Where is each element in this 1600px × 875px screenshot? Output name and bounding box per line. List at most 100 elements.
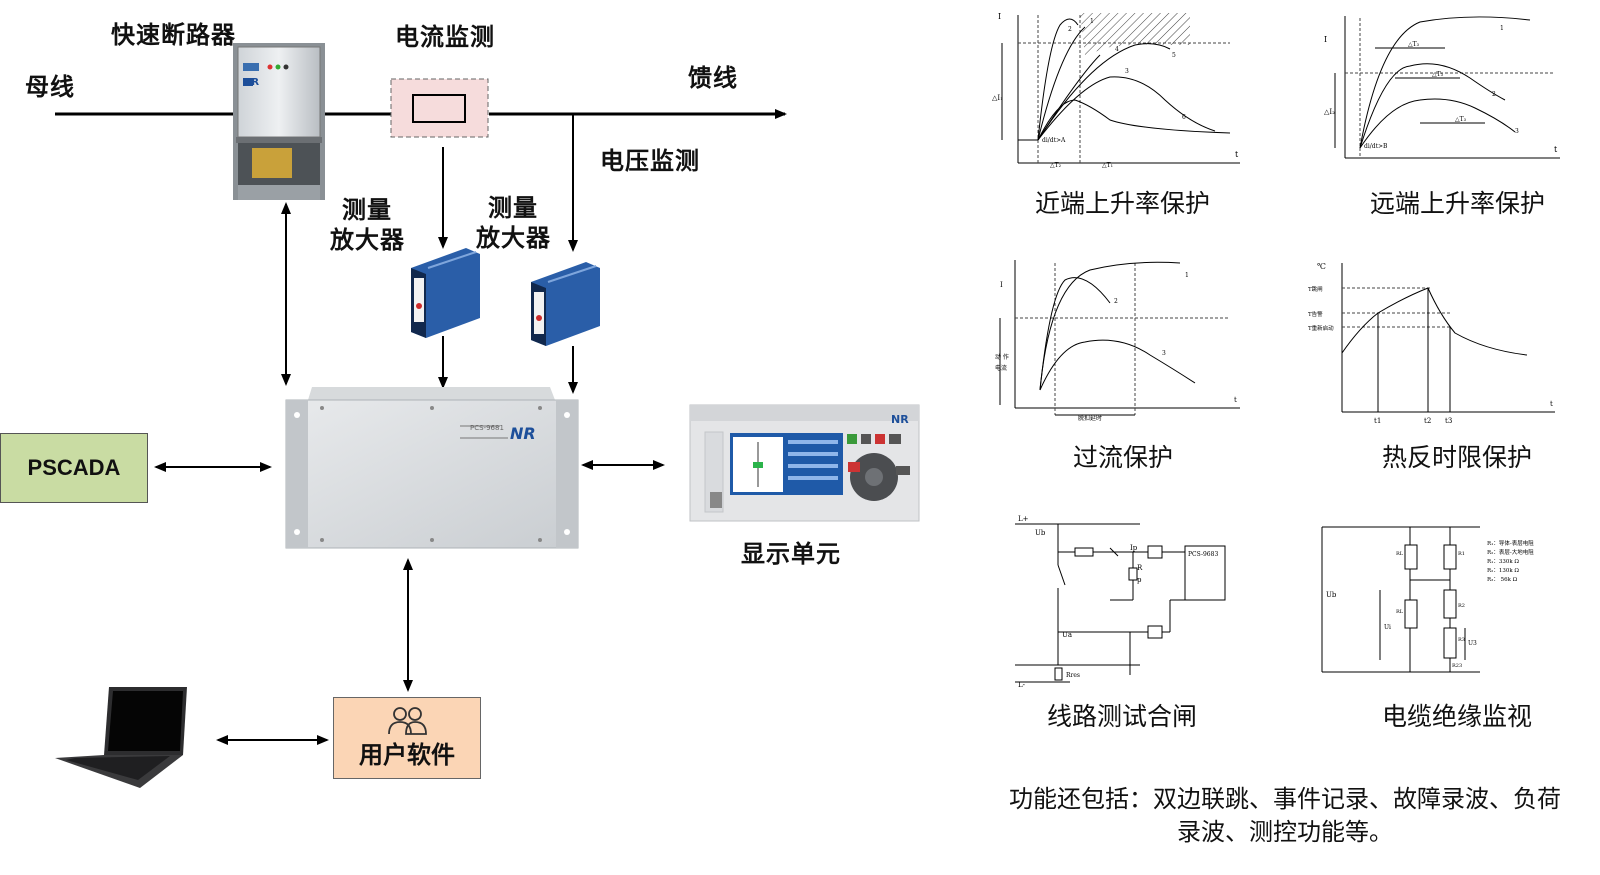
breaker-brand-logo: NR (243, 77, 260, 88)
th-ttrip: T跳闸 (1308, 285, 1323, 293)
amplifier-1-label-line1: 测量 (342, 196, 392, 224)
ci-r23: R23 (1452, 663, 1462, 669)
lt-rres: Rres (1066, 672, 1080, 679)
th-t1: t1 (1374, 417, 1381, 425)
oc-c1: 1 (1185, 272, 1189, 279)
caption-far-rate: 远端上升率保护 (1370, 189, 1546, 218)
lt-ua: Ua (1062, 631, 1072, 639)
ci-legend3: R₁：330k Ω (1487, 559, 1519, 565)
amplifier-2-image (531, 262, 600, 346)
graph-thermal: ℃ t T跳闸 T告警 T重新启动 t1 t2 t3 (1308, 262, 1555, 425)
user-software-box: 用户软件 (333, 697, 481, 779)
near-dT1: △T₁ (1102, 162, 1113, 169)
ci-legend2: R₂：表层-大地电阻 (1487, 548, 1534, 556)
caption-thermal: 热反时限保护 (1382, 443, 1533, 472)
ci-legend4: R₂：130k Ω (1487, 568, 1519, 574)
amplifier-2-label-line2: 放大器 (476, 224, 551, 252)
far-dI2: △I₂ (1324, 108, 1335, 116)
ci-ui: Ui (1384, 624, 1391, 631)
caption-overcurrent: 过流保护 (1073, 443, 1174, 472)
ci-u3: U3 (1468, 640, 1477, 647)
near-dT2: △T₂ (1050, 162, 1062, 169)
near-c6: 6 (1182, 114, 1186, 121)
oc-delay: 脱扣延时 (1078, 414, 1102, 422)
lt-r: R (1137, 564, 1143, 572)
far-c1: 1 (1500, 25, 1504, 32)
graph-far-rate: I t △I₂ di/dt>B △T₃ △T₃ △T₃ 1 2 3 (1324, 16, 1560, 159)
far-didt: di/dt>B (1364, 143, 1388, 150)
graph-overcurrent: I t 动 作 电流 脱扣延时 1 2 3 (995, 260, 1240, 422)
near-c3: 3 (1125, 68, 1129, 75)
near-c2: 2 (1068, 26, 1072, 33)
th-talarm: T告警 (1308, 310, 1323, 318)
pscada-label: PSCADA (27, 455, 121, 480)
lt-p: p (1137, 576, 1142, 584)
display-brand-logo: NR (891, 413, 909, 426)
caption-near-rate: 近端上升率保护 (1035, 189, 1211, 218)
near-x-label: t (1235, 150, 1239, 159)
ci-rl-top: RL (1396, 551, 1404, 557)
th-y-label: ℃ (1317, 262, 1326, 271)
ci-legend5: R₃： 56k Ω (1487, 577, 1518, 583)
ci-rl-bottom: RL (1396, 609, 1404, 615)
th-t3: t3 (1445, 417, 1452, 425)
near-c1: 1 (1090, 18, 1094, 25)
graph-line-test: L+ L- Ub Ip R p Ua Rres PCS-9683 (1015, 515, 1226, 689)
lt-lminus: L- (1018, 681, 1026, 689)
lt-ub: Ub (1035, 529, 1046, 537)
far-c3: 3 (1515, 128, 1519, 135)
lt-pcs: PCS-9683 (1188, 551, 1218, 558)
display-unit-image (689, 404, 920, 522)
busbar-label: 母线 (25, 73, 75, 101)
amplifier-1-image (411, 248, 480, 338)
system-diagram (55, 43, 920, 788)
far-dT3b: △T₃ (1432, 71, 1444, 78)
far-c2: 2 (1492, 91, 1496, 98)
users-icon (388, 707, 427, 735)
ci-r1: R1 (1458, 551, 1465, 557)
oc-y-label: I (1000, 281, 1003, 289)
graph-cable-insulation: Ub Ui U3 RL RL R1 R2 R3 R23 R₁：导体-表层电阻 R… (1321, 526, 1534, 673)
current-monitor-label: 电流监测 (395, 23, 495, 51)
user-software-label: 用户软件 (359, 741, 455, 769)
current-monitor (390, 78, 489, 138)
protection-unit-image (285, 387, 579, 549)
amplifier-2-label-line1: 测量 (488, 194, 538, 222)
near-dI1: △I₁ (992, 94, 1003, 102)
oc-c2: 2 (1114, 298, 1118, 305)
oc-act2: 电流 (995, 364, 1007, 372)
far-x-label: t (1554, 145, 1558, 154)
near-c4: 4 (1115, 46, 1119, 53)
extra-functions-note: 功能还包括：双边联跳、事件记录、故障录波、负荷录波、测控功能等。 (1009, 785, 1561, 846)
lt-lplus: L+ (1018, 515, 1029, 523)
pscada-box: PSCADA (0, 433, 148, 503)
ci-legend1: R₁：导体-表层电阻 (1487, 539, 1534, 547)
far-dT3a: △T₃ (1408, 41, 1420, 48)
lt-ip: Ip (1130, 544, 1138, 552)
unit-model-text: PCS-9681 (470, 424, 504, 432)
laptop-image (55, 687, 187, 788)
caption-line-test: 线路测试合闸 (1047, 702, 1198, 731)
voltage-monitor-label: 电压监测 (600, 147, 700, 175)
fast-breaker-image (233, 43, 325, 200)
feeder-label: 馈线 (688, 64, 738, 92)
oc-c3: 3 (1162, 350, 1166, 357)
caption-cable-insulation: 电缆绝缘监视 (1382, 702, 1533, 731)
th-t2: t2 (1424, 417, 1431, 425)
th-trecover: T重新启动 (1308, 324, 1334, 332)
ci-r3: R3 (1458, 637, 1465, 643)
ci-ub: Ub (1326, 591, 1337, 599)
oc-x-label: t (1234, 396, 1237, 404)
near-didt: di/dt>A (1042, 137, 1066, 144)
th-x-label: t (1550, 400, 1553, 408)
near-y-label: I (998, 12, 1001, 21)
ci-r2: R2 (1458, 603, 1465, 609)
amplifier-1-label-line2: 放大器 (330, 226, 405, 254)
far-dT3c: △T₃ (1455, 116, 1467, 123)
graph-near-rate: I t △I₁ di/dt>A △T₂ △T₁ 2 4 5 6 3 1 (992, 12, 1240, 169)
far-y-label: I (1324, 35, 1327, 44)
unit-brand-logo: NR (510, 424, 536, 443)
display-unit-label: 显示单元 (741, 540, 841, 568)
near-c5: 5 (1172, 52, 1176, 59)
fast-breaker-label: 快速断路器 (111, 21, 236, 49)
